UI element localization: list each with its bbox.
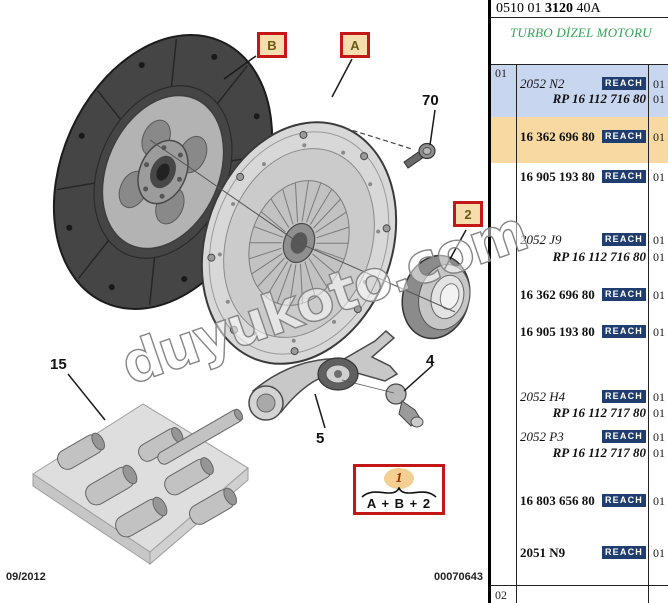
kit-formula: A + B + 2 — [366, 496, 432, 511]
reach-badge[interactable]: REACH — [601, 325, 646, 338]
reach-badge[interactable]: REACH — [601, 77, 646, 90]
part-reference: 16 905 193 80 — [520, 324, 595, 339]
table-column-divider-right — [648, 64, 649, 603]
part-reference: 2052 P3 — [520, 429, 564, 444]
part-reference: 16 362 696 80 — [520, 287, 595, 302]
replacement-reference: RP 16 112 717 80 — [552, 445, 646, 460]
table-bottom-border — [491, 585, 668, 586]
document-number: 00070643 — [434, 571, 483, 583]
quantity-value: 01 — [653, 77, 665, 91]
pin — [157, 408, 244, 465]
bolt — [403, 142, 436, 169]
replacement-reference: RP 16 112 716 80 — [552, 91, 646, 106]
quantity-value: 01 — [653, 494, 665, 508]
quantity-value: 01 — [653, 546, 665, 560]
reach-badge[interactable]: REACH — [601, 430, 646, 443]
pin — [57, 432, 106, 470]
quantity-value: 01 — [653, 325, 665, 339]
revision-date: 09/2012 — [6, 571, 46, 583]
quantity-value: 01 — [653, 430, 665, 444]
pin — [115, 496, 168, 538]
callout-B[interactable]: B — [257, 32, 287, 58]
reach-badge[interactable]: REACH — [601, 390, 646, 403]
quantity-value: 01 — [653, 170, 665, 184]
part-reference: 16 362 696 80 — [520, 129, 595, 144]
header-divider — [491, 17, 668, 18]
release-fork — [248, 329, 399, 421]
callout-2[interactable]: 2 — [453, 201, 483, 227]
quantity-value: 01 — [653, 288, 665, 302]
callout-A[interactable]: A — [340, 32, 370, 58]
callout-5[interactable]: 5 — [316, 430, 325, 447]
kit-number-badge: 1 — [384, 468, 414, 489]
pin — [85, 464, 138, 506]
reach-badge[interactable]: REACH — [601, 546, 646, 559]
pin — [189, 487, 238, 525]
pin — [164, 457, 214, 496]
table-column-divider-left — [516, 64, 517, 603]
reach-badge[interactable]: REACH — [601, 130, 646, 143]
pin-kit — [32, 403, 249, 566]
row-highlight-blue — [491, 65, 668, 117]
quantity-value: 01 — [653, 250, 665, 264]
catalog-code: 0510 01 3120 40A — [496, 1, 601, 16]
brace-icon — [361, 487, 437, 498]
part-reference: 2051 N9 — [520, 545, 566, 560]
quantity-value: 01 — [653, 130, 665, 144]
callout-70[interactable]: 70 — [422, 92, 439, 109]
part-reference: 16 905 193 80 — [520, 169, 595, 184]
leader-lines — [67, 55, 467, 429]
callout-15[interactable]: 15 — [50, 356, 67, 373]
part-reference: 2052 H4 — [520, 389, 566, 404]
parts-table-panel: 0510 01 3120 40A TURBO DİZEL MOTORU 01 0… — [488, 0, 668, 603]
kit-legend-box[interactable]: 1 A + B + 2 — [353, 464, 445, 515]
quantity-value: 01 — [653, 446, 665, 460]
section-index: 01 — [495, 66, 507, 80]
release-bearing — [401, 254, 471, 340]
quantity-value: 01 — [653, 92, 665, 106]
quantity-value: 01 — [653, 390, 665, 404]
page-title: TURBO DİZEL MOTORU — [510, 25, 652, 40]
table-top-border — [491, 64, 668, 65]
ball-stud — [385, 383, 424, 428]
part-reference: 16 803 656 80 — [520, 493, 595, 508]
reach-badge[interactable]: REACH — [601, 170, 646, 183]
replacement-reference: RP 16 112 716 80 — [552, 249, 646, 264]
quantity-value: 01 — [653, 406, 665, 420]
callout-4[interactable]: 4 — [426, 352, 435, 369]
part-reference: 2052 N2 — [520, 76, 565, 91]
reach-badge[interactable]: REACH — [601, 233, 646, 246]
next-section-index: 02 — [495, 588, 507, 602]
quantity-value: 01 — [653, 233, 665, 247]
reach-badge[interactable]: REACH — [601, 494, 646, 507]
clutch-exploded-diagram — [32, 34, 471, 566]
reach-badge[interactable]: REACH — [601, 288, 646, 301]
part-reference: 2052 J9 — [520, 232, 562, 247]
replacement-reference: RP 16 112 717 80 — [552, 405, 646, 420]
